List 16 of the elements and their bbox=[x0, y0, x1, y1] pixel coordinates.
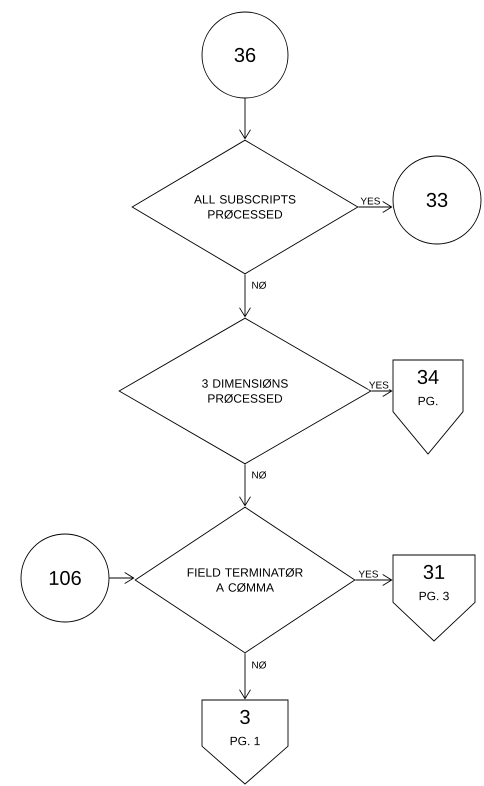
arrow bbox=[239, 653, 251, 700]
arrow bbox=[355, 574, 393, 586]
edge-label: NØ bbox=[250, 660, 268, 670]
arrow bbox=[239, 98, 251, 140]
off-page-connector: 34 PG. bbox=[392, 360, 464, 455]
arrow bbox=[239, 274, 251, 318]
edge-label: NØ bbox=[250, 280, 268, 290]
edge-label: YES bbox=[357, 569, 380, 579]
arrow bbox=[239, 464, 251, 507]
edge-label: YES bbox=[368, 380, 390, 390]
edge-label: YES bbox=[359, 196, 382, 206]
arrow bbox=[358, 201, 393, 213]
off-page-connector: 31 PG. 3 bbox=[392, 554, 476, 642]
off-page-connector: 3 PG. 1 bbox=[202, 700, 288, 785]
arrow bbox=[109, 572, 135, 584]
edge-label: NØ bbox=[250, 470, 268, 480]
